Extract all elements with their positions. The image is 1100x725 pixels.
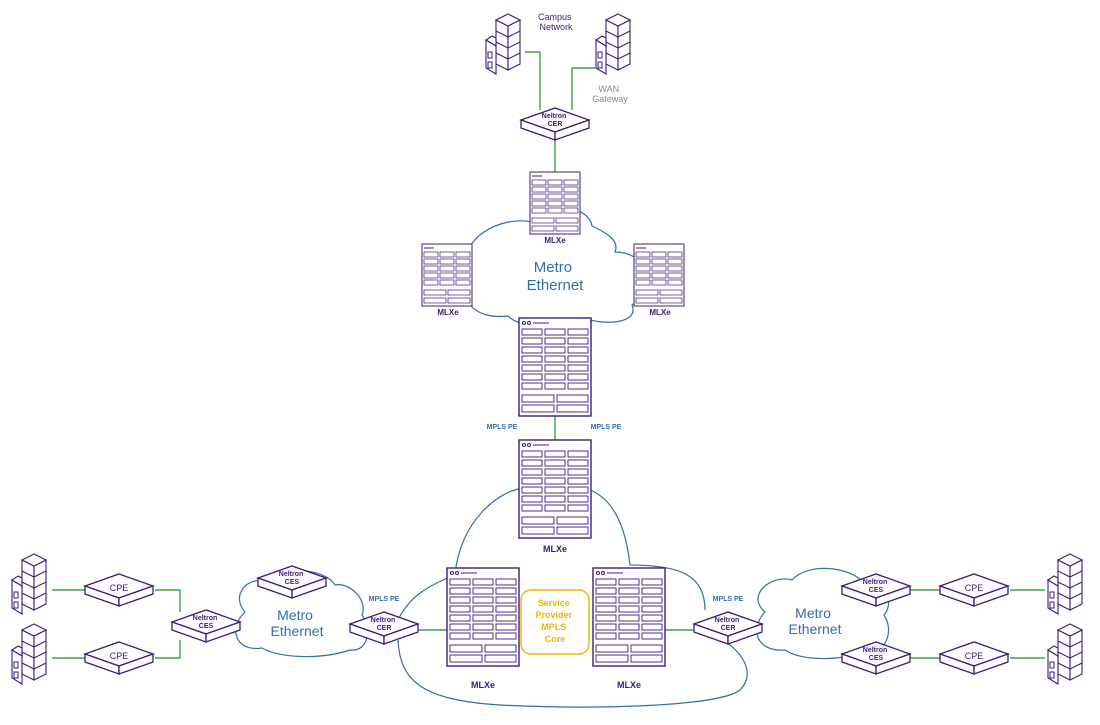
neltron-cer-right-label: Neltron CER	[715, 617, 741, 632]
neltron-ces-top-left-label: Neltron CES	[279, 571, 305, 586]
link-cpe1-ces	[155, 589, 181, 612]
mpls-pe-right-label: MPLS PE	[591, 424, 622, 431]
mlxe-core-right-label: MLXe	[617, 680, 641, 690]
server-left-top-icon	[11, 553, 47, 615]
wan-gateway-label: WAN Gateway	[592, 84, 628, 104]
links	[52, 51, 1045, 659]
campus-server-left-icon	[485, 13, 521, 75]
mlxe-core-left-icon	[446, 567, 520, 667]
mpls-pe-bottom-right-label: MPLS PE	[713, 596, 744, 603]
campus-network-label: Campus Network	[538, 12, 574, 32]
metro-ethernet-right-cloud	[756, 567, 890, 660]
link-campus-right	[571, 67, 595, 110]
mlxe-top-label: MLXe	[544, 236, 566, 245]
metro-ethernet-top-label: Metro Ethernet	[527, 259, 585, 294]
cpe-left-top-label: CPE	[110, 583, 129, 593]
mlxe-top-icon	[529, 171, 581, 235]
mpls-pe-upper-icon	[518, 317, 592, 417]
mlxe-core-top-label: MLXe	[543, 544, 567, 554]
mlxe-core-left-label: MLXe	[471, 680, 495, 690]
mpls-pe-left-label: MPLS PE	[487, 424, 518, 431]
mlxe-metro-left-icon	[421, 243, 473, 307]
service-provider-core-label: Service Provider MPLS Core	[535, 598, 574, 644]
link-campus-left	[525, 51, 541, 110]
neltron-cer-left-label: Neltron CER	[371, 617, 397, 632]
cpe-right-top-label: CPE	[965, 583, 984, 593]
mlxe-metro-left-label: MLXe	[437, 308, 459, 317]
mlxe-core-top-icon	[518, 439, 592, 539]
neltron-ces-right-bottom-label: Neltron CES	[863, 647, 889, 662]
mlxe-metro-right-label: MLXe	[649, 308, 671, 317]
server-left-bottom-icon	[11, 623, 47, 685]
campus-server-right-icon	[595, 13, 631, 75]
neltron-cer-top-label: Neltron CER	[542, 113, 568, 128]
server-right-bottom-icon	[1047, 623, 1083, 685]
cpe-left-bottom-label: CPE	[110, 651, 129, 661]
metro-ethernet-right-label: Metro Ethernet	[789, 605, 842, 637]
mpls-pe-bottom-left-label: MPLS PE	[369, 596, 400, 603]
mlxe-metro-right-icon	[633, 243, 685, 307]
server-right-top-icon	[1047, 553, 1083, 615]
service-provider-core-box	[520, 589, 590, 655]
metro-ethernet-left-label: Metro Ethernet	[271, 607, 324, 639]
neltron-ces-right-top-label: Neltron CES	[863, 579, 889, 594]
cpe-right-bottom-label: CPE	[965, 651, 984, 661]
neltron-ces-left-label: Neltron CES	[193, 615, 219, 630]
link-cpe2-ces	[155, 640, 181, 659]
mlxe-core-right-icon	[592, 567, 666, 667]
